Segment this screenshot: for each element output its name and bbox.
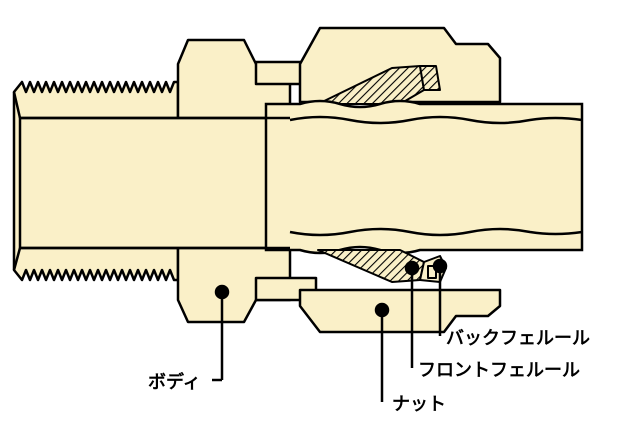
- tube-wave-bottom: [289, 227, 583, 237]
- label-back-ferrule: バックフェルール: [446, 328, 590, 349]
- nut-bottom: [298, 288, 502, 334]
- tube-wave-top: [289, 115, 583, 125]
- ferrules-bottom: [317, 249, 447, 283]
- label-front-ferrule: フロントフェルール: [418, 360, 580, 381]
- label-body: ボディ: [148, 371, 201, 393]
- bore-channel: [18, 116, 292, 250]
- leaders: [212, 258, 448, 402]
- ferrules-top: [317, 65, 441, 105]
- tube-body: [264, 99, 584, 255]
- label-nut: ナット: [392, 394, 446, 415]
- back-ferrule-top: [419, 65, 441, 91]
